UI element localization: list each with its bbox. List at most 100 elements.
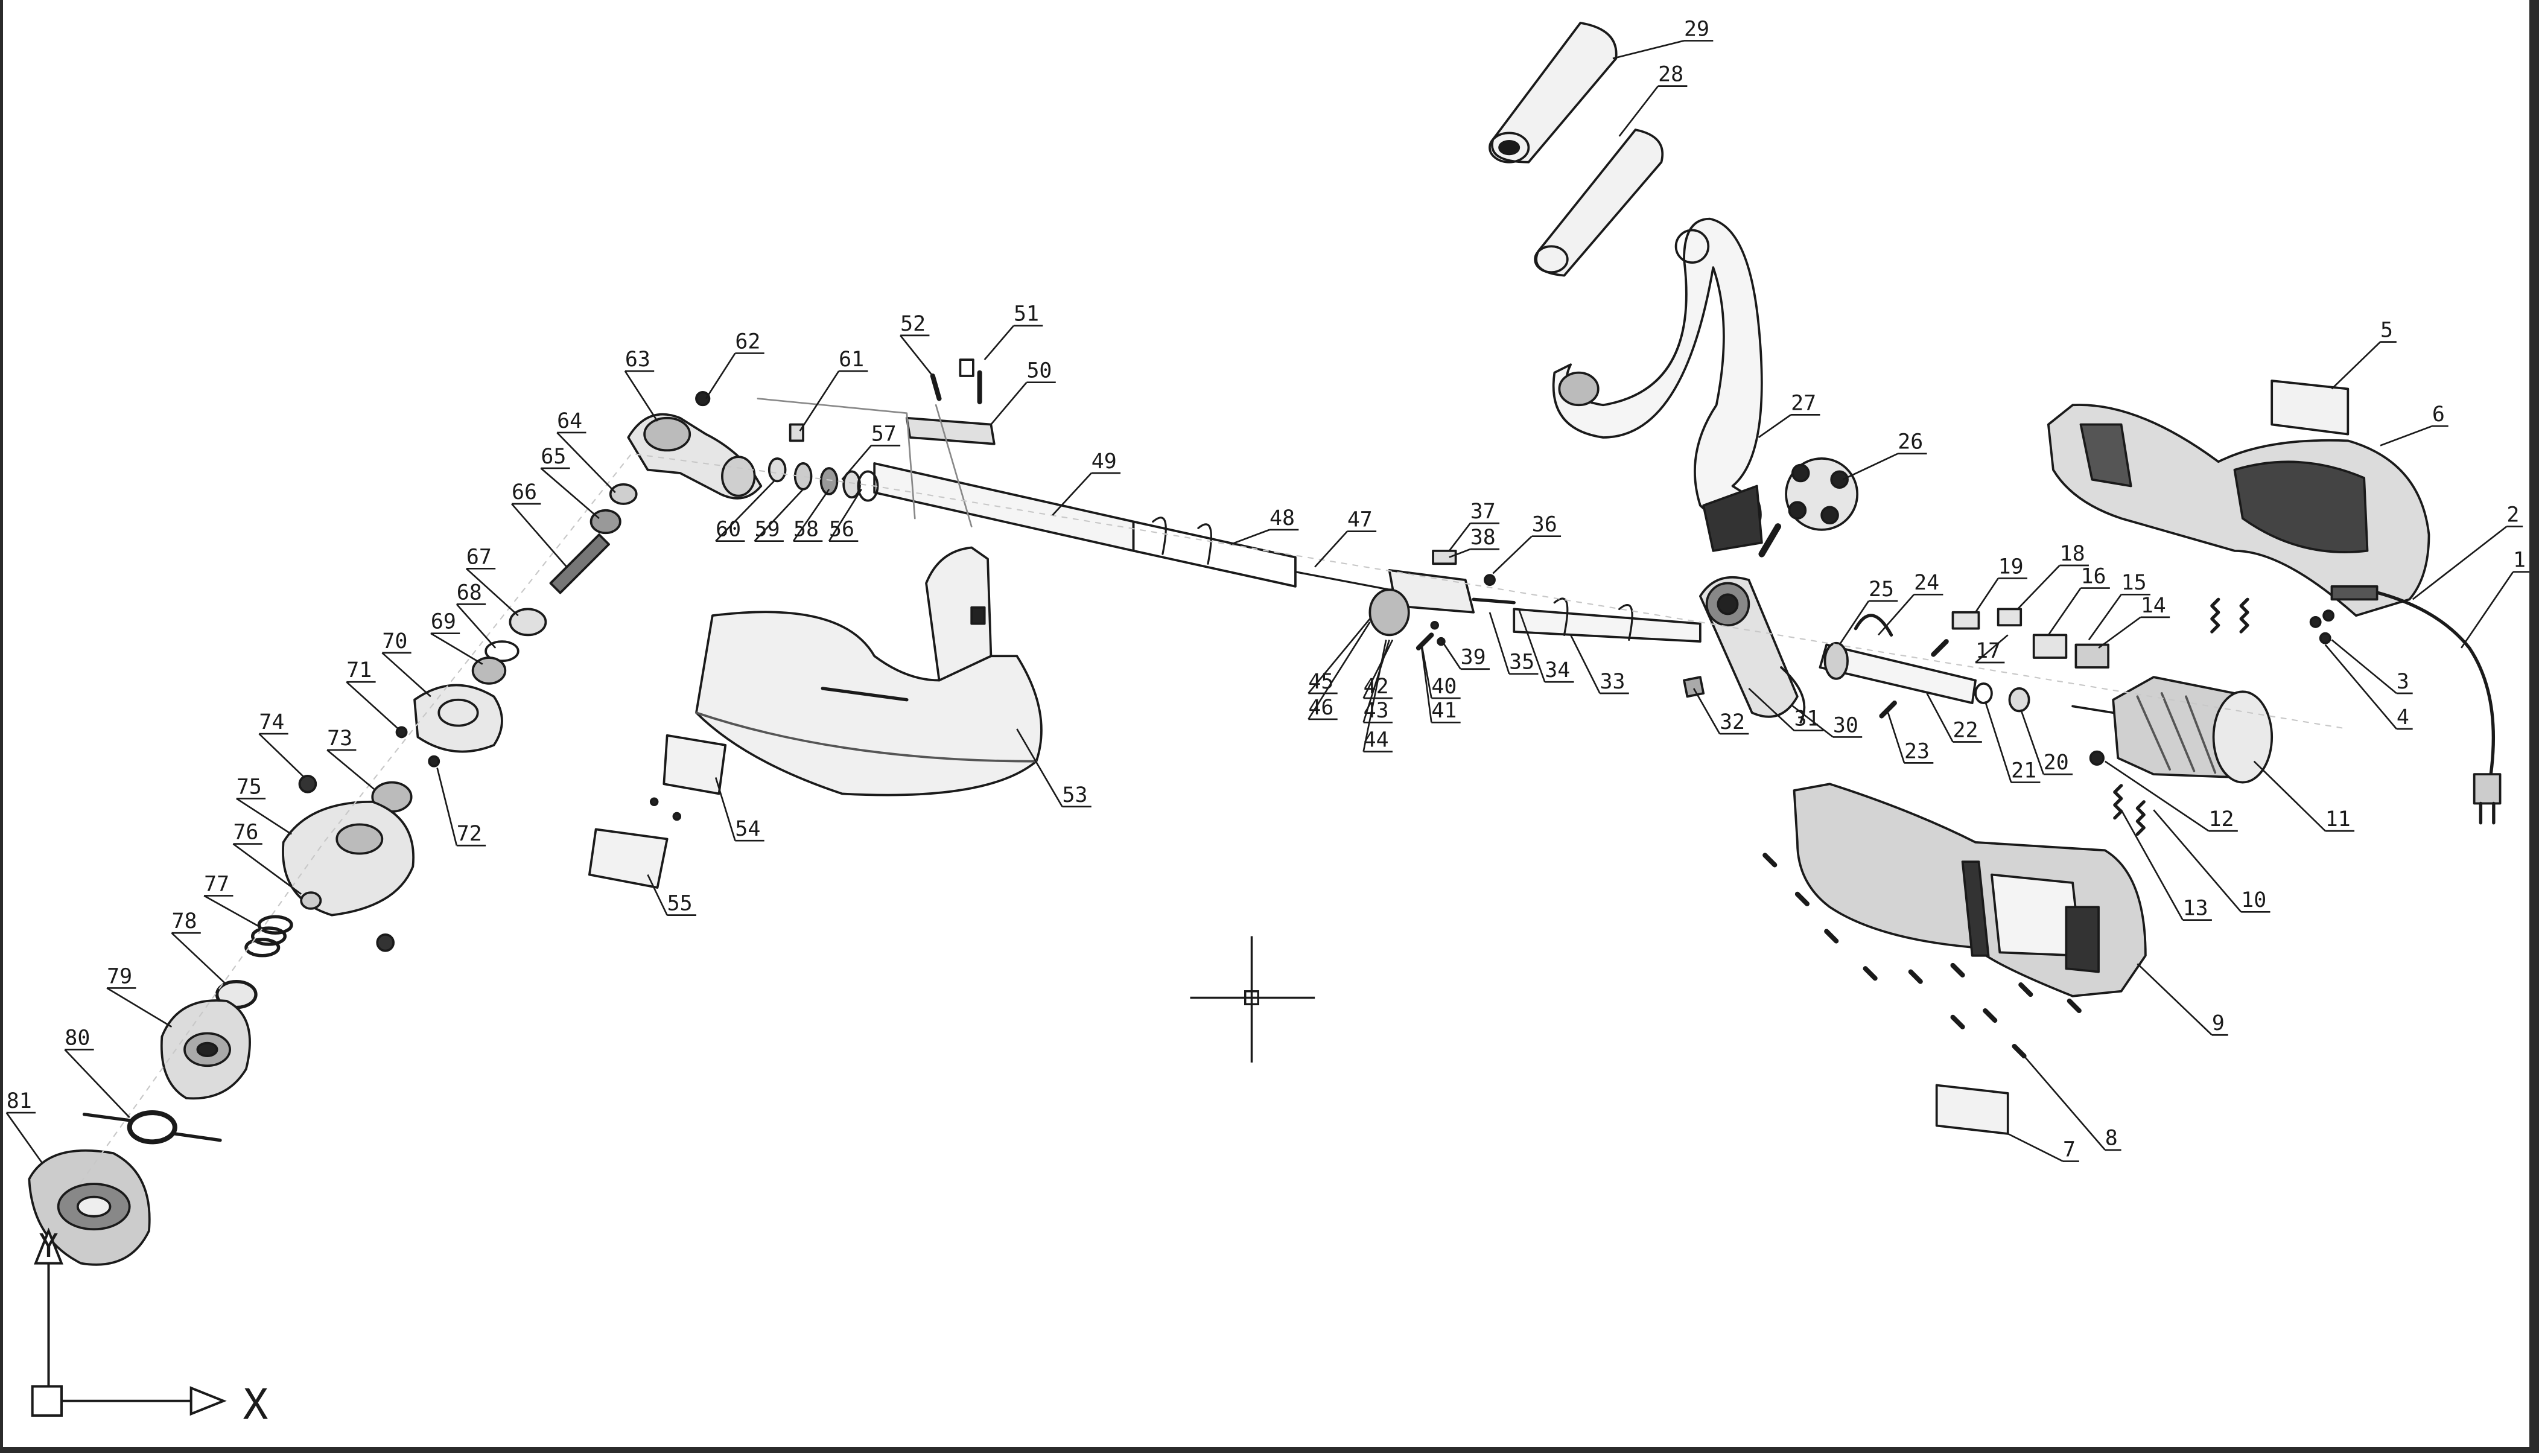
- callout-label-5: 5: [2380, 319, 2393, 343]
- callout-label-78: 78: [171, 909, 197, 933]
- callout-label-33: 33: [1600, 670, 1625, 694]
- callout-leader-13: [2120, 809, 2184, 921]
- callout-label-2: 2: [2506, 503, 2519, 527]
- callout-label-62: 62: [735, 329, 760, 354]
- callout-leader-26: [1842, 453, 1898, 480]
- bump-knob-81: [28, 1149, 151, 1266]
- callout-label-76: 76: [233, 821, 258, 845]
- callout-label-28: 28: [1658, 63, 1683, 87]
- callout-label-25: 25: [1869, 577, 1894, 602]
- callout-label-70: 70: [382, 629, 407, 653]
- callout-leader-73: [326, 749, 377, 792]
- callout-label-45: 45: [1308, 670, 1333, 694]
- power-cable-1: [2370, 590, 2502, 825]
- motor-11: [2071, 676, 2274, 784]
- callout-label-68: 68: [457, 580, 482, 605]
- foam-grip-29: [1489, 22, 1618, 164]
- callout-leader-36: [1492, 535, 1533, 574]
- switch-parts: [1879, 608, 2110, 766]
- gear-head-63: [627, 390, 879, 502]
- assist-handle-27: [1552, 217, 1763, 552]
- callout-leader-47: [1314, 530, 1348, 568]
- callout-label-4: 4: [2397, 705, 2409, 730]
- callout-label-7: 7: [2063, 1138, 2076, 1162]
- callout-label-72: 72: [457, 822, 482, 846]
- coupling-block-37: [1368, 549, 1516, 650]
- handle-housing-9: [1793, 783, 2147, 997]
- callout-label-74: 74: [259, 710, 284, 734]
- callout-leader-52: [900, 335, 933, 377]
- callout-label-10: 10: [2241, 888, 2266, 912]
- callout-label-35: 35: [1509, 650, 1534, 675]
- callout-label-49: 49: [1092, 450, 1117, 474]
- callout-label-44: 44: [1364, 728, 1389, 752]
- callout-label-43: 43: [1364, 699, 1389, 723]
- callout-label-14: 14: [2141, 594, 2166, 618]
- callout-label-12: 12: [2209, 807, 2234, 831]
- callout-leader-58: [792, 489, 830, 542]
- callout-leader-78: [171, 932, 227, 986]
- callout-leader-22: [1926, 693, 1954, 743]
- callout-label-64: 64: [557, 409, 582, 433]
- callout-leader-67: [465, 568, 519, 617]
- callout-label-30: 30: [1833, 713, 1858, 737]
- callout-leader-49: [1052, 472, 1092, 516]
- callout-leader-42: [1362, 639, 1394, 699]
- grass-guard-53: [695, 546, 1043, 796]
- callout-label-20: 20: [2044, 751, 2069, 775]
- callout-label-71: 71: [346, 658, 372, 682]
- screws-3-4: [2309, 609, 2335, 644]
- knob-26: [1758, 457, 1859, 558]
- callout-leader-55: [647, 874, 668, 916]
- callout-leader-69: [430, 632, 483, 665]
- callout-leader-6: [2380, 425, 2433, 447]
- callout-label-77: 77: [204, 872, 229, 896]
- callout-leader-39: [1440, 639, 1461, 670]
- callout-label-47: 47: [1347, 508, 1373, 532]
- callout-leader-81: [5, 1112, 43, 1164]
- callout-label-61: 61: [839, 348, 864, 372]
- callout-label-11: 11: [2325, 807, 2351, 831]
- lower-tube-22: [1819, 614, 1977, 704]
- callout-leader-51: [984, 325, 1014, 361]
- springs: [2113, 597, 2249, 836]
- callout-leader-34: [1518, 608, 1546, 682]
- cable-clamp-2: [2330, 585, 2379, 601]
- callout-label-1: 1: [2513, 548, 2526, 573]
- callout-label-56: 56: [829, 518, 854, 542]
- callout-leader-74: [258, 733, 305, 778]
- callout-label-48: 48: [1270, 506, 1295, 530]
- callout-label-75: 75: [237, 775, 262, 799]
- callout-label-66: 66: [512, 480, 537, 504]
- callout-leader-37: [1448, 523, 1471, 552]
- callout-leader-2: [2412, 526, 2508, 600]
- label-plate-5: [2270, 380, 2350, 436]
- callout-label-41: 41: [1431, 699, 1457, 723]
- callout-label-29: 29: [1684, 17, 1709, 41]
- callout-leader-38: [1449, 548, 1471, 558]
- callout-leader-48: [1230, 529, 1270, 545]
- callout-label-9: 9: [2212, 1011, 2225, 1035]
- callout-label-34: 34: [1545, 658, 1570, 682]
- callout-label-38: 38: [1470, 526, 1496, 550]
- callout-label-46: 46: [1308, 696, 1333, 720]
- callout-leader-59: [754, 488, 804, 542]
- callout-leader-72: [436, 768, 458, 846]
- callout-leader-17: [1975, 634, 2009, 664]
- callout-leader-11: [2253, 760, 2326, 832]
- callout-leader-3: [2331, 639, 2397, 695]
- callout-label-31: 31: [1794, 707, 1820, 731]
- callout-leader-44: [1362, 640, 1387, 752]
- callout-leader-64: [556, 431, 616, 494]
- callout-label-3: 3: [2397, 670, 2409, 694]
- callout-leader-18: [2016, 565, 2061, 610]
- pivot-joint-31: [1683, 576, 1806, 724]
- frame-left-edge: [0, 0, 3, 1453]
- ucs-x-label: X: [243, 1380, 269, 1429]
- callout-leader-53: [1016, 728, 1063, 807]
- callout-label-16: 16: [2081, 564, 2106, 588]
- callout-leader-41: [1420, 647, 1432, 723]
- callout-leader-43: [1362, 640, 1390, 723]
- callout-label-36: 36: [1532, 513, 1557, 537]
